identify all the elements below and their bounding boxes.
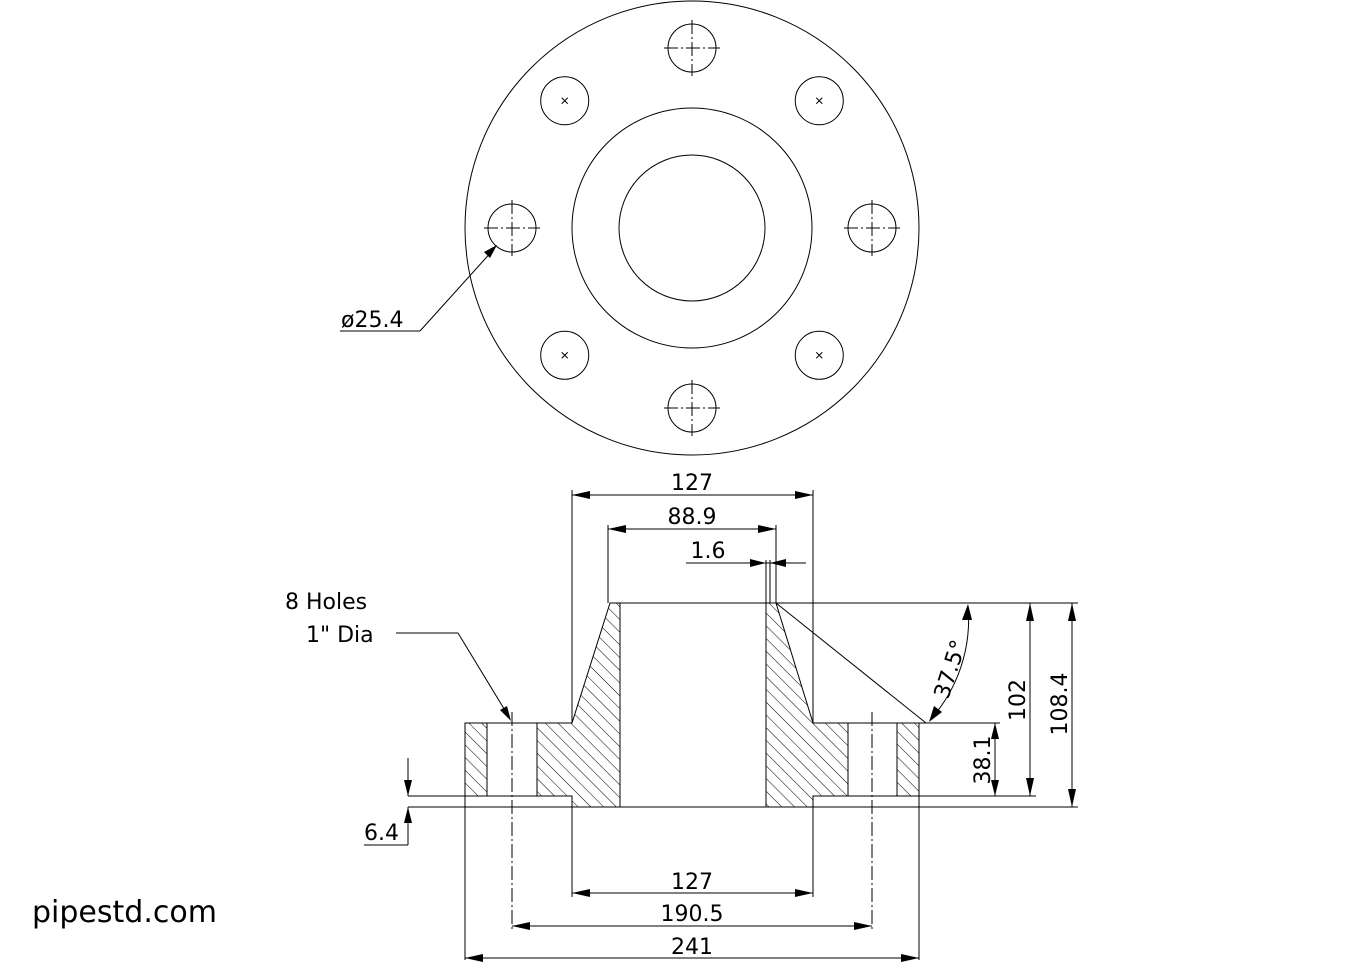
dim-height-102: 102 [1006, 603, 1034, 796]
bolt-hole [540, 76, 590, 126]
section-view: 127 88.9 1.6 37.5° 102 [285, 471, 1078, 962]
dim-hub-dia-top: 127 [572, 471, 813, 499]
bolt-hole [540, 330, 590, 380]
top-view: ø25.4 [340, 0, 920, 456]
dim-bevel-angle: 37.5° [929, 604, 972, 722]
flange-edge-hatch-right [896, 722, 920, 797]
bolt-hole [794, 330, 844, 380]
note-arrowhead [500, 706, 511, 721]
callout-leader [419, 248, 495, 332]
hole-diameter-callout: ø25.4 [340, 245, 497, 333]
bolt-hole [664, 380, 720, 436]
dim-label: 108.4 [1048, 673, 1073, 736]
bolt-holes [484, 20, 900, 436]
flange-outer-circle [464, 0, 920, 456]
bolt-hole [844, 200, 900, 256]
bolt-hole [484, 200, 540, 256]
dim-label: 6.4 [364, 821, 399, 846]
dim-raised-face-dia: 127 [572, 870, 813, 897]
dim-label: 1.6 [691, 539, 726, 564]
watermark: pipestd.com [32, 895, 217, 930]
section-hatch-right [765, 602, 849, 808]
dim-bore-dia: 88.9 [608, 505, 776, 533]
dim-outside-dia: 241 [465, 935, 919, 962]
dim-label: 241 [671, 935, 713, 960]
dim-height-108: 108.4 [1048, 603, 1076, 807]
dim-raised-face: 6.4 [364, 758, 412, 846]
section-hatch-left [536, 602, 621, 808]
holes-note-line1: 8 Holes [285, 590, 367, 615]
dim-bolt-circle: 190.5 [512, 902, 872, 930]
holes-note: 8 Holes 1" Dia [285, 590, 511, 721]
flange-edge-hatch-left [464, 722, 488, 797]
note-leader [457, 632, 510, 718]
dim-label: 88.9 [668, 505, 717, 530]
hub-circle [571, 107, 813, 349]
bore-circle [618, 154, 766, 302]
dim-label: 127 [671, 870, 713, 895]
bolt-hole [794, 76, 844, 126]
dim-label: 127 [671, 471, 713, 496]
dim-bevel-land: 1.6 [686, 539, 806, 567]
hole-diameter-label: ø25.4 [341, 308, 403, 333]
dim-label: 38.1 [971, 736, 996, 785]
dim-label: 37.5° [930, 637, 972, 702]
dim-flange-thickness: 38.1 [971, 723, 999, 796]
bolt-hole [664, 20, 720, 76]
holes-note-line2: 1" Dia [306, 623, 374, 648]
callout-arrowhead [484, 245, 497, 258]
dim-label: 102 [1006, 679, 1031, 721]
dim-label: 190.5 [661, 902, 724, 927]
bevel-construction-line [775, 602, 927, 724]
